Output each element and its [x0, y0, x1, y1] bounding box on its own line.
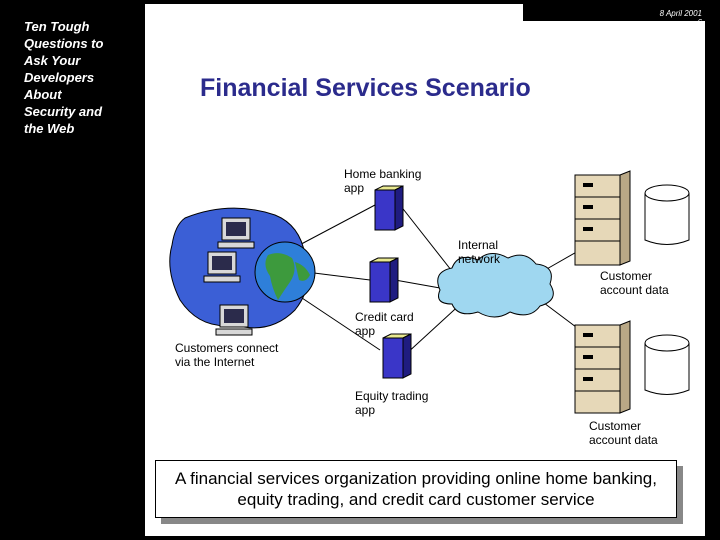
- rack-server-icon: [574, 320, 631, 414]
- sidebar-title: Ten Tough Questions to Ask Your Develope…: [24, 19, 104, 136]
- cloud-icon: [437, 253, 554, 318]
- computer-icon: [215, 304, 253, 336]
- link-network-rack2: [539, 299, 581, 331]
- server-icon: [382, 333, 412, 379]
- globe-icon: [169, 207, 316, 329]
- link-network-rack1: [544, 249, 581, 271]
- link-credit-network: [394, 279, 441, 289]
- link-home-network: [399, 204, 456, 276]
- home-banking-app-label: Home banking app: [344, 167, 422, 195]
- database-icon: [644, 334, 690, 395]
- customer-account-data-top-label: Customer account data: [600, 269, 669, 297]
- database-icon: [644, 184, 690, 245]
- computer-icon: [217, 217, 255, 249]
- credit-card-app-label: Credit card app: [355, 310, 414, 338]
- header-date: 8 April 2001 6: [660, 9, 702, 27]
- rack-server-icon: [574, 170, 631, 266]
- caption-line-1: A financial services organization provid…: [175, 469, 657, 488]
- page-number: 6: [697, 18, 702, 27]
- customers-connect-label: Customers connect via the Internet: [175, 341, 279, 369]
- customer-account-data-bottom-label: Customer account data: [589, 419, 658, 447]
- equity-trading-app-label: Equity trading app: [355, 389, 429, 417]
- date-text: 8 April 2001: [659, 9, 702, 18]
- computer-icon: [203, 251, 241, 283]
- link-globe-equity: [289, 289, 381, 351]
- link-globe-home: [289, 204, 376, 251]
- server-icon: [374, 185, 404, 231]
- internal-network-label: Internal network: [458, 238, 501, 266]
- caption-line-2: equity trading, and credit card customer…: [237, 490, 595, 509]
- header-bar: 8 April 2001 6: [523, 4, 720, 27]
- server-icon: [369, 257, 399, 303]
- slide-title: Financial Services Scenario: [200, 74, 531, 102]
- caption-box: A financial services organization provid…: [155, 460, 677, 518]
